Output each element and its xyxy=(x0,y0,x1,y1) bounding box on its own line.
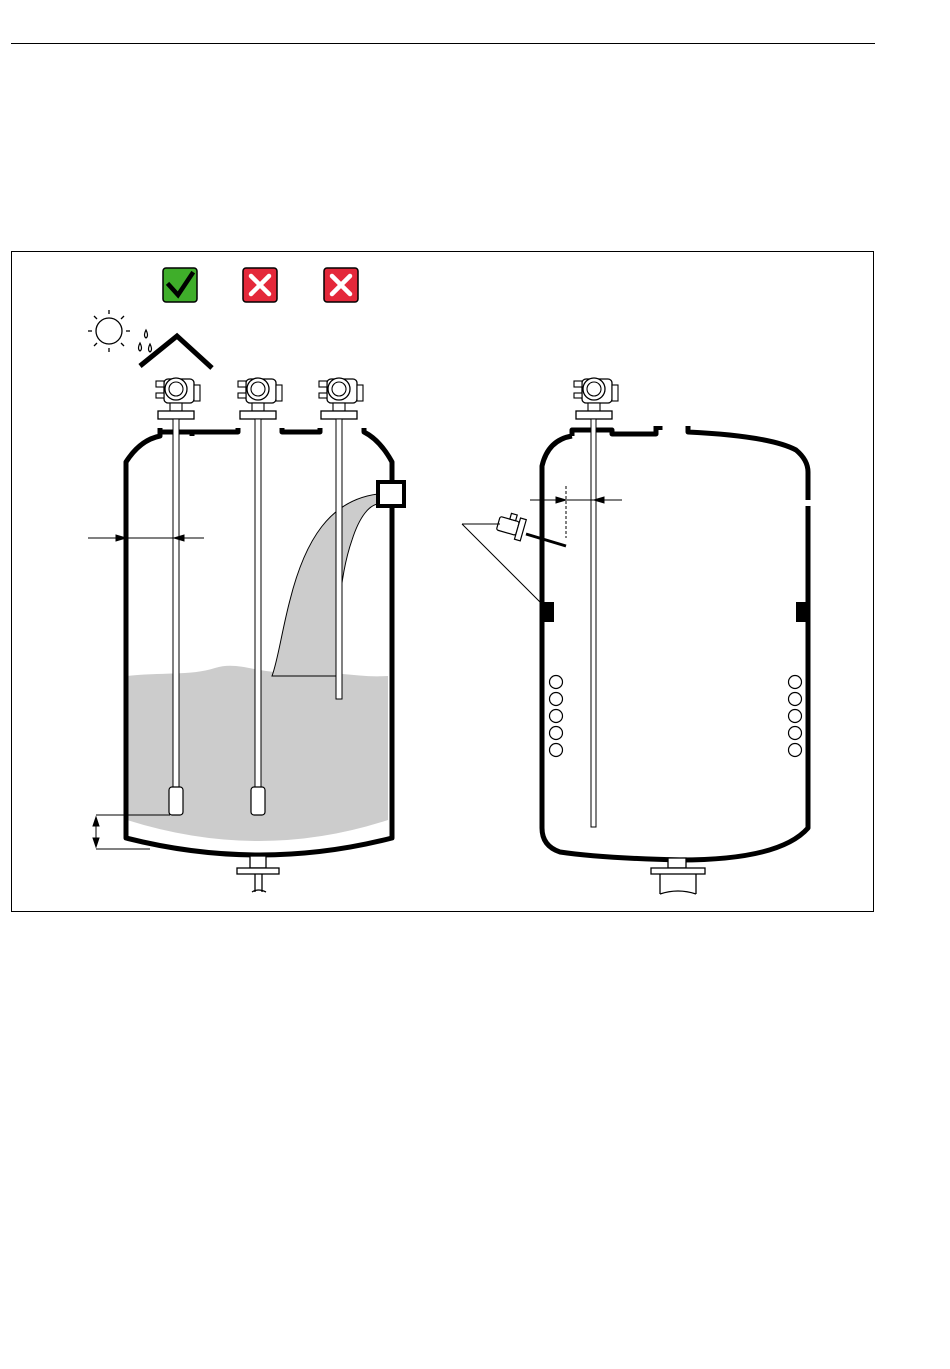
bottom-outlet xyxy=(237,856,279,892)
probe-weight xyxy=(251,787,265,815)
internal-installation-sensor xyxy=(495,511,566,546)
rain-drops-icon xyxy=(139,330,152,352)
left-tank xyxy=(88,378,404,892)
side-inlet-nozzle xyxy=(378,482,404,506)
filling-stream xyxy=(272,494,378,676)
heating-coil-left xyxy=(550,676,563,757)
wall-distance-dimension xyxy=(88,535,204,541)
probe-correct-right xyxy=(574,378,618,827)
wall-strut-left xyxy=(544,602,554,622)
indicator-incorrect-2 xyxy=(324,268,358,302)
bottom-outlet xyxy=(651,858,705,894)
heating-coil-right xyxy=(789,676,802,757)
sun-icon xyxy=(88,310,130,352)
probe-weight xyxy=(169,787,183,815)
wall-strut-right xyxy=(796,602,806,622)
right-tank xyxy=(462,378,808,894)
indicator-incorrect-1 xyxy=(243,268,277,302)
indicator-correct xyxy=(163,268,197,302)
